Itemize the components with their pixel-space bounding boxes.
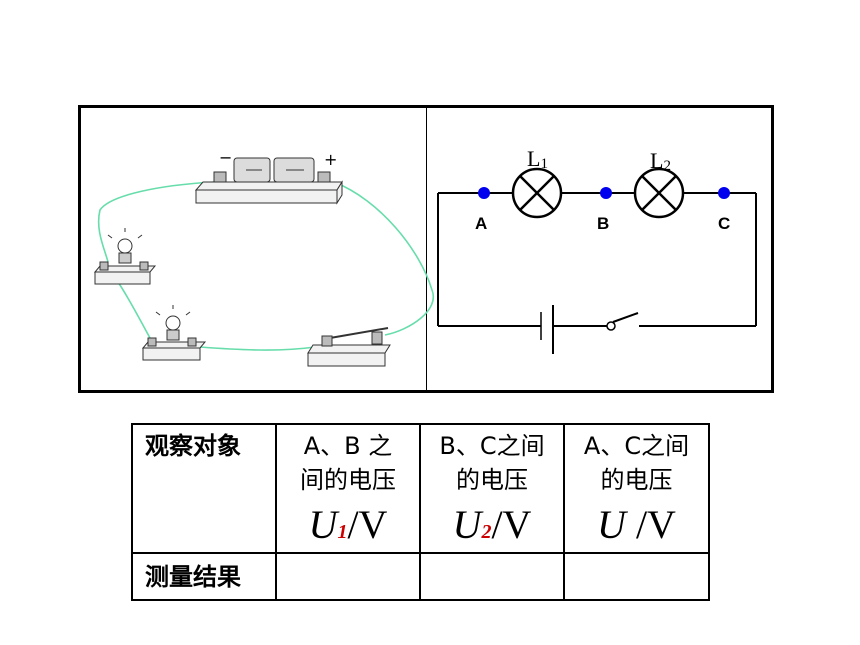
battery-plus-label: + [324, 150, 338, 169]
frame-divider [426, 105, 427, 391]
result-ac[interactable] [563, 552, 710, 601]
result-ab[interactable] [275, 552, 421, 601]
point-b-label: B [597, 214, 610, 233]
header-cell: 观察对象 [131, 423, 277, 554]
bulb-stand-1 [93, 228, 157, 285]
column-ac: A、C之间 的电压 U /V [563, 423, 710, 554]
switch-stand [307, 327, 391, 367]
battery-holder [194, 157, 343, 205]
point-a-dot [478, 187, 490, 199]
point-b-dot [600, 187, 612, 199]
observation-table: 观察对象 A、B 之 间的电压 U1/V B、C之间 的电压 U2/V A、C之… [131, 423, 710, 601]
connecting-wires [97, 181, 435, 351]
column-bc: B、C之间 的电压 U2/V [419, 423, 565, 554]
column-ac-line1: A、C之间 [583, 432, 690, 460]
table-result-row: 测量结果 [131, 552, 710, 601]
result-bc[interactable] [419, 552, 565, 601]
point-a-label: A [475, 214, 488, 233]
point-c-label: C [718, 214, 731, 233]
switch-blade [612, 312, 639, 323]
column-ab-line2: 间的电压 [300, 466, 396, 494]
switch-pivot [606, 321, 616, 331]
column-ab-line1: A、B 之 [303, 432, 393, 460]
column-ac-line2: 的电压 [600, 466, 673, 494]
column-bc-unit: U2/V [452, 502, 532, 547]
result-label: 测量结果 [131, 552, 277, 601]
column-ac-unit: U /V [597, 502, 676, 547]
column-bc-line1: B、C之间 [439, 432, 545, 460]
bulb-stand-2 [141, 305, 207, 361]
lamp-l1-label: L1 [527, 146, 548, 172]
battery-minus-label: − [219, 148, 233, 167]
point-c-dot [718, 187, 730, 199]
column-ab-unit: U1/V [308, 502, 388, 547]
lamp-l1 [511, 167, 563, 219]
lamp-l2-label: L2 [650, 148, 671, 174]
column-bc-line2: 的电压 [456, 466, 528, 494]
column-ab: A、B 之 间的电压 U1/V [275, 423, 421, 554]
table-header-row: 观察对象 A、B 之 间的电压 U1/V B、C之间 的电压 U2/V A、C之… [131, 423, 710, 554]
lamp-l2 [633, 167, 685, 219]
